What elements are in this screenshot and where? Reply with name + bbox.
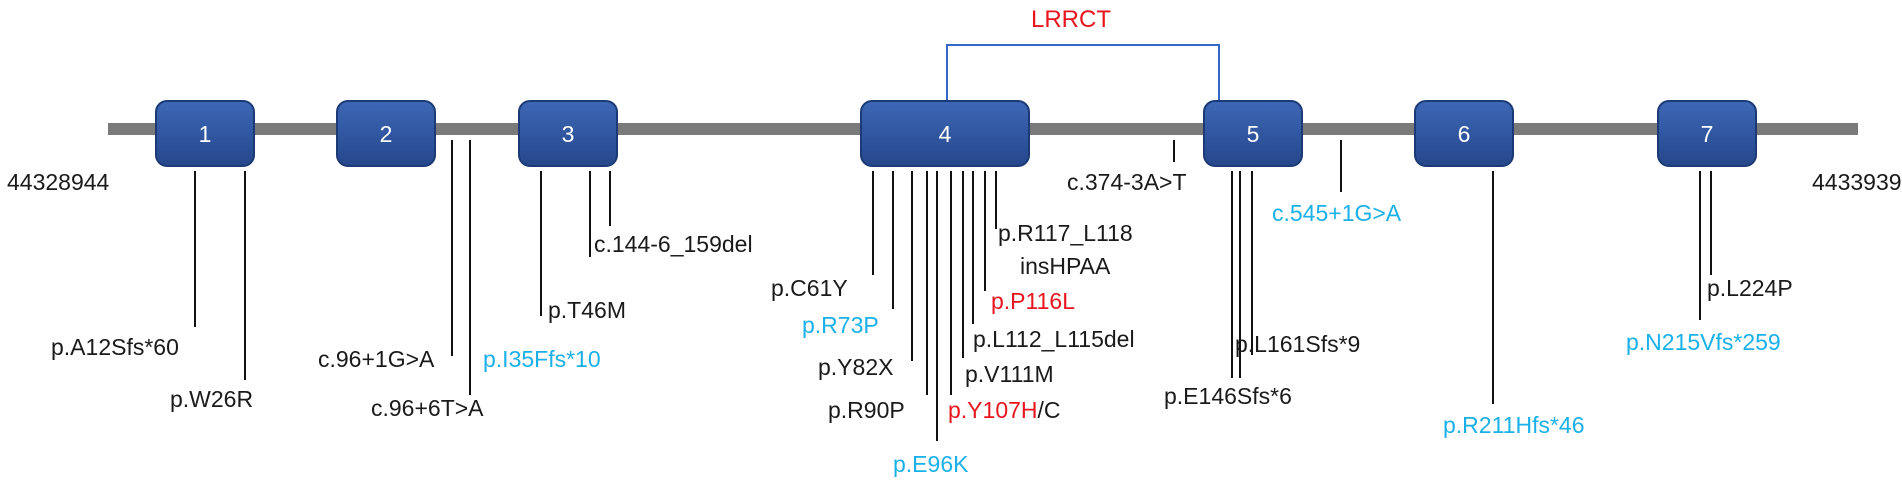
variant-label: p.R90P bbox=[828, 397, 905, 423]
variant-label-line: p.R117_L118 bbox=[998, 220, 1133, 246]
variant-label: c.96+6T>A bbox=[371, 395, 484, 421]
variant-label: p.T46M bbox=[548, 297, 626, 323]
variant-label: p.W26R bbox=[170, 386, 253, 412]
variant-label: c.96+1G>A bbox=[318, 346, 435, 372]
exon-6: 6 bbox=[1414, 100, 1514, 167]
variant-label: p.Y107H/C bbox=[948, 397, 1061, 423]
variant-label: p.A12Sfs*60 bbox=[51, 334, 179, 360]
variant-label-part: /C bbox=[1038, 397, 1061, 423]
variant-label: p.R73P bbox=[802, 312, 879, 338]
variant-label: p.E96K bbox=[893, 451, 969, 477]
variant-label: c.374-3A>T bbox=[1067, 169, 1187, 195]
exon-6-label: 6 bbox=[1458, 121, 1471, 147]
exon-3-label: 3 bbox=[562, 121, 575, 147]
variant-label: p.I35Ffs*10 bbox=[483, 346, 601, 372]
variant-label: p.Y82X bbox=[818, 354, 893, 380]
variant-label: c.545+1G>A bbox=[1272, 200, 1402, 226]
variant-label: p.C61Y bbox=[771, 275, 848, 301]
variant-labels: p.A12Sfs*60 p.W26R c.96+1G>A c.96+6T>A p… bbox=[51, 169, 1793, 477]
domain-bracket bbox=[946, 44, 1220, 103]
exon-5-label: 5 bbox=[1247, 121, 1260, 147]
variant-label-line: insHPAA bbox=[1020, 253, 1111, 279]
variant-label: p.E146Sfs*6 bbox=[1164, 383, 1292, 409]
end-coordinate: 44339390 bbox=[1812, 169, 1902, 195]
exon-4-label: 4 bbox=[939, 121, 952, 147]
exon-4: 4 bbox=[860, 100, 1030, 167]
exon-2-label: 2 bbox=[380, 121, 393, 147]
exon-3: 3 bbox=[518, 100, 618, 167]
exon-1-label: 1 bbox=[199, 121, 212, 147]
exon-2: 2 bbox=[336, 100, 436, 167]
variant-label: p.P116L bbox=[991, 288, 1075, 314]
exon-1: 1 bbox=[155, 100, 255, 167]
variant-label: p.R117_L118 insHPAA bbox=[998, 220, 1139, 279]
variant-label: p.L112_L115del bbox=[973, 326, 1135, 352]
variant-label: p.V111M bbox=[965, 361, 1054, 387]
exon-7: 7 bbox=[1657, 100, 1757, 167]
variant-label-part: p.Y107H bbox=[948, 397, 1038, 423]
variant-label: p.N215Vfs*259 bbox=[1626, 329, 1781, 355]
variant-label: p.L224P bbox=[1707, 275, 1793, 301]
variant-lead-lines bbox=[194, 140, 1712, 441]
variant-label: c.144-6_159del bbox=[594, 231, 753, 257]
variant-label: p.L161Sfs*9 bbox=[1235, 331, 1360, 357]
start-coordinate: 44328944 bbox=[7, 169, 110, 195]
exon-7-label: 7 bbox=[1701, 121, 1714, 147]
domain-label: LRRCT bbox=[1031, 6, 1111, 33]
variant-label: p.R211Hfs*46 bbox=[1443, 412, 1585, 438]
exon-5: 5 bbox=[1203, 100, 1303, 167]
